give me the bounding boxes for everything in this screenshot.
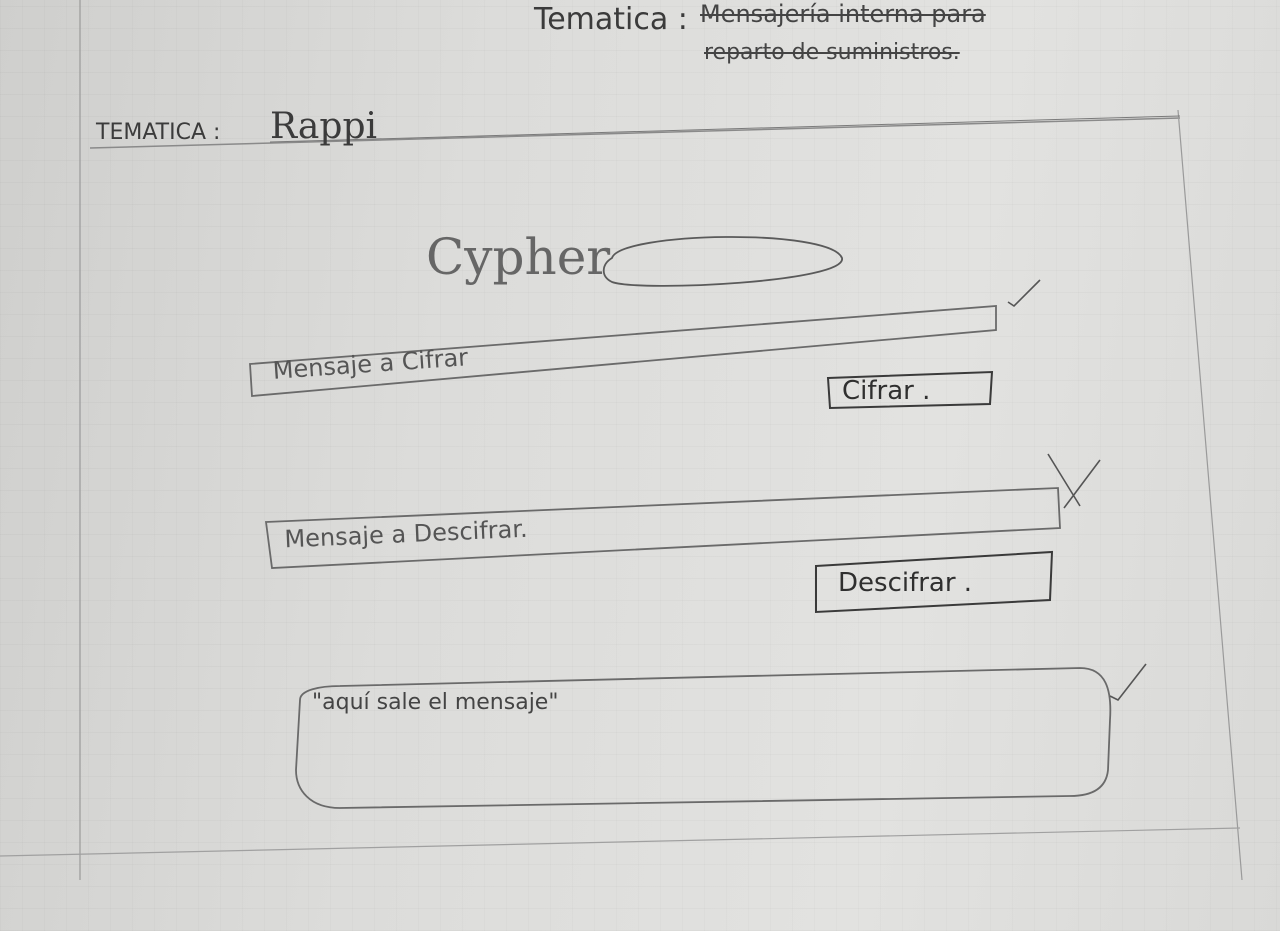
title-pill [616,238,836,284]
decipher-button-shape [815,550,1054,614]
header-crossed-line-2: reparto de suministros. [704,40,960,65]
cipher-button[interactable]: Cifrar . [830,374,990,408]
decipher-cross-mark [1047,453,1101,509]
decipher-button[interactable]: Descifrar . [818,558,1048,606]
cipher-input-shape [249,305,997,397]
output-check-mark [1109,663,1147,702]
app-title: Cypher [426,228,611,286]
frame-top-line [89,117,1181,149]
title-pill-shape [602,236,843,287]
frame-bottom-line [0,827,1241,857]
frame-tematica-label: TEMATICA : [96,120,221,145]
header-crossed-line-1: Mensajería interna para [700,0,986,28]
decipher-input-placeholder: Mensaje a Descifrar. [283,514,529,554]
header-tematica-label: Tematica : [534,2,688,37]
frame-right-line [1177,109,1243,881]
decipher-button-label: Descifrar . [838,568,973,598]
cipher-button-label: Cifrar . [842,376,931,406]
output-box: "aquí sale el mensaje" [300,676,1106,804]
decipher-input-shape [264,487,1061,569]
cipher-check-mark [1007,279,1041,308]
cipher-button-shape [826,370,994,410]
under-rappi-line [269,115,1181,143]
output-text: "aquí sale el mensaje" [312,690,559,715]
frame-tematica-value: Rappi [270,106,377,147]
output-box-shape [295,667,1112,809]
